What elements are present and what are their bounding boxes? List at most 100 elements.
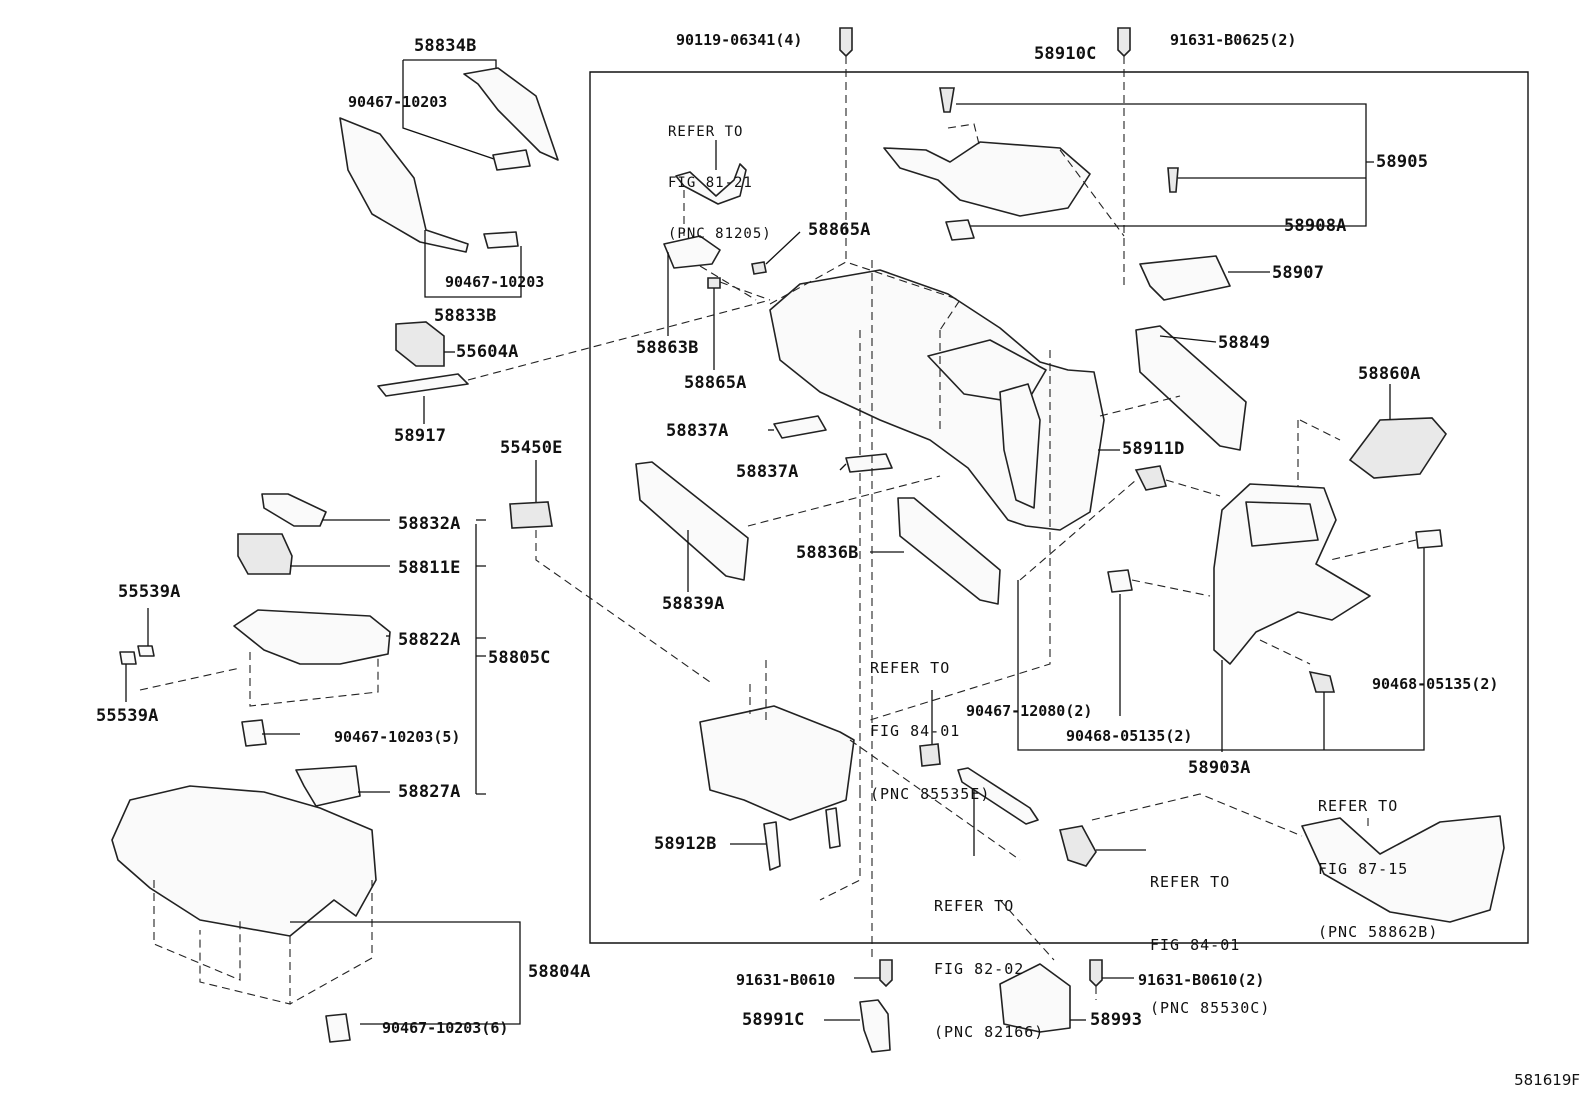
- label-58991C: 58991C: [742, 1010, 805, 1030]
- panel-58849: [1135, 325, 1247, 451]
- ref-fig-84-01-b: REFER TO FIG 84-01 (PNC 85530C): [1150, 830, 1270, 1040]
- bezel-screen: [1245, 501, 1319, 547]
- label-58911D: 58911D: [1122, 439, 1185, 459]
- label-55539A-bottom: 55539A: [96, 706, 159, 726]
- console-58910C: [769, 269, 1105, 531]
- bolt-90119: [839, 27, 853, 58]
- clip-58865A-lower: [707, 277, 721, 289]
- label-58910C: 58910C: [1034, 44, 1097, 64]
- ref-line: FIG 84-01: [870, 722, 961, 740]
- label-58908A: 58908A: [1284, 216, 1347, 236]
- clip-58865A-upper: [751, 261, 767, 275]
- harness-82166: [957, 767, 1039, 825]
- label-58805C: 58805C: [488, 648, 551, 668]
- bolt-91631-B0610-b: [1089, 959, 1103, 988]
- label-58907: 58907: [1272, 263, 1325, 283]
- ref-fig-87-15: REFER TO FIG 87-15 (PNC 58862B): [1318, 754, 1438, 964]
- clip-55539A-lower: [119, 651, 137, 665]
- label-58836B: 58836B: [796, 543, 859, 563]
- label-58865A-top: 58865A: [808, 220, 871, 240]
- label-58837A-a: 58837A: [666, 421, 729, 441]
- pad-58837A-b: [845, 453, 893, 473]
- switch-85530C: [1059, 825, 1097, 867]
- bolt-91631-B0610-a: [879, 959, 893, 988]
- label-90467-10203-5: 90467-10203(5): [334, 728, 461, 746]
- clip-90468-left: [1107, 569, 1133, 593]
- label-58912B: 58912B: [654, 834, 717, 854]
- ref-line: REFER TO: [870, 659, 951, 677]
- console-rear-wall: [999, 383, 1041, 509]
- panel-58839A: [635, 461, 749, 581]
- label-90467-10203-6: 90467-10203(6): [382, 1019, 509, 1037]
- label-58905: 58905: [1376, 152, 1429, 172]
- label-58839A: 58839A: [662, 594, 725, 614]
- label-58834B: 58834B: [414, 36, 477, 56]
- part-58822A: [233, 609, 391, 665]
- ref-line: FIG 87-15: [1318, 860, 1409, 878]
- screw-90467-12080: [1308, 670, 1336, 693]
- label-58863B: 58863B: [636, 338, 699, 358]
- panel-58833B: [339, 117, 469, 253]
- box-58912B: [699, 705, 855, 821]
- label-58860A: 58860A: [1358, 364, 1421, 384]
- label-58993: 58993: [1090, 1010, 1143, 1030]
- duct-58862B: [1301, 815, 1505, 923]
- clip-upper: [492, 149, 531, 171]
- clip-90467-10203-5: [241, 719, 267, 747]
- clip-lower: [483, 231, 519, 249]
- part-55450E: [509, 501, 553, 529]
- label-58865A-bottom: 58865A: [684, 373, 747, 393]
- bracket-58991C: [859, 999, 891, 1053]
- label-58903A: 58903A: [1188, 758, 1251, 778]
- label-55539A-top: 55539A: [118, 582, 181, 602]
- clip-55539A-upper: [137, 645, 155, 657]
- ref-line: (PNC 85535E): [870, 785, 991, 803]
- bolt-91631-B0625: [1117, 27, 1131, 58]
- ref-line: (PNC 58862B): [1318, 923, 1439, 941]
- ref-line: (PNC 85530C): [1150, 999, 1271, 1017]
- label-90467-10203-a: 90467-10203: [348, 93, 448, 111]
- panel-58834B: [463, 67, 559, 161]
- part-58917: [377, 373, 469, 397]
- part-58811E: [237, 533, 293, 575]
- clip-90468-right: [1415, 529, 1443, 549]
- harness-81205: [675, 163, 747, 205]
- pad-58836B: [897, 497, 1001, 605]
- label-90468-05135-a: 90468-05135(2): [1066, 727, 1193, 745]
- vent-58860A: [1348, 417, 1448, 479]
- ref-fig-81-21: REFER TO FIG 81-21 (PNC 81205): [668, 90, 772, 260]
- pad-58837A-a: [773, 415, 827, 439]
- label-91631-B0610-b: 91631-B0610(2): [1138, 971, 1265, 989]
- part-55604A: [395, 321, 445, 367]
- ref-line: (PNC 82166): [934, 1023, 1045, 1041]
- label-58832A: 58832A: [398, 514, 461, 534]
- clip-90467-10203-6: [325, 1013, 351, 1043]
- ref-fig-84-01-a: REFER TO FIG 84-01 (PNC 85535E): [870, 616, 990, 826]
- lid-58908A: [883, 141, 1091, 217]
- hinge-58907: [1139, 255, 1231, 301]
- label-58917: 58917: [394, 426, 447, 446]
- label-55450E: 55450E: [500, 438, 563, 458]
- bracket-58993: [999, 963, 1071, 1033]
- label-91631-B0625: 91631-B0625(2): [1170, 31, 1297, 49]
- ref-line: REFER TO: [1150, 873, 1231, 891]
- box-legs: [763, 807, 841, 871]
- ref-line: REFER TO: [668, 124, 744, 140]
- ref-line: REFER TO: [1318, 797, 1399, 815]
- assembly-frame: [589, 71, 1529, 944]
- ref-line: FIG 81-21: [668, 175, 753, 191]
- part-58832A: [261, 493, 327, 527]
- diagram-code: 581619F: [1514, 1071, 1580, 1089]
- console-58804A: [111, 785, 377, 937]
- label-58837A-b: 58837A: [736, 462, 799, 482]
- label-90467-12080: 90467-12080(2): [966, 702, 1093, 720]
- label-90468-05135-b: 90468-05135(2): [1372, 675, 1499, 693]
- label-58849: 58849: [1218, 333, 1271, 353]
- screw-58905-b: [1167, 167, 1179, 193]
- ref-fig-82-02: REFER TO FIG 82-02 (PNC 82166): [934, 854, 1044, 1064]
- label-58833B: 58833B: [434, 306, 497, 326]
- ref-line: REFER TO: [934, 897, 1015, 915]
- label-91631-B0610-a: 91631-B0610: [736, 971, 836, 989]
- label-58822A: 58822A: [398, 630, 461, 650]
